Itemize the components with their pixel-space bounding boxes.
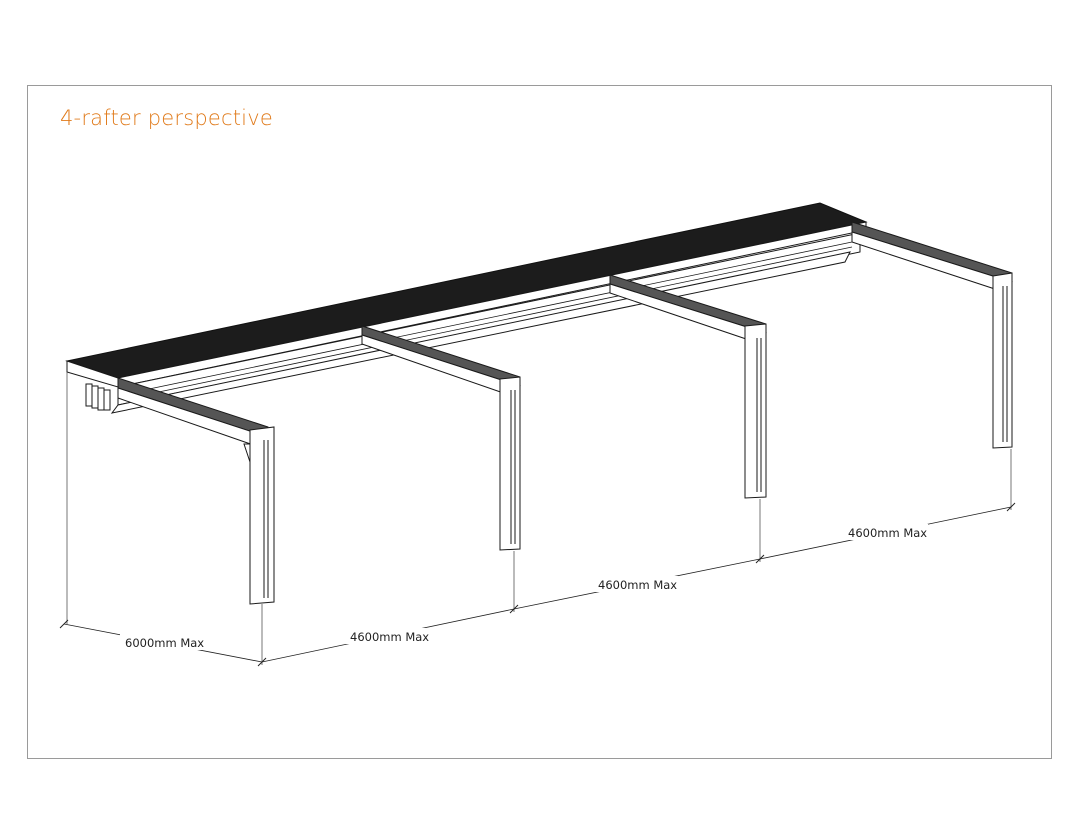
end-bracket: [85, 383, 111, 411]
back-beam-groove-2: [129, 246, 853, 399]
dim-bay2-bg: [594, 576, 678, 592]
dim-bay1-bg: [346, 628, 430, 644]
rafter-4: [851, 221, 1013, 449]
rafter-2: [361, 325, 521, 551]
dim-bay3-bg: [844, 524, 928, 540]
dimension-extension-lines: [66, 372, 1012, 665]
dim-label-bay3: 4600mm Max: [848, 526, 927, 540]
dim-label-bay1: 4600mm Max: [350, 630, 429, 644]
rafter-3: [609, 274, 767, 499]
page-title: 4-rafter perspective: [60, 106, 273, 130]
back-beam-groove: [129, 241, 853, 394]
dimension-ticks: [59, 502, 1016, 667]
dim-label-bay2: 4600mm Max: [598, 578, 677, 592]
rafter-1: [117, 377, 275, 605]
drawing-frame: [27, 85, 1052, 759]
dim-label-depth: 6000mm Max: [125, 636, 204, 650]
dim-depth-bg: [120, 634, 206, 650]
